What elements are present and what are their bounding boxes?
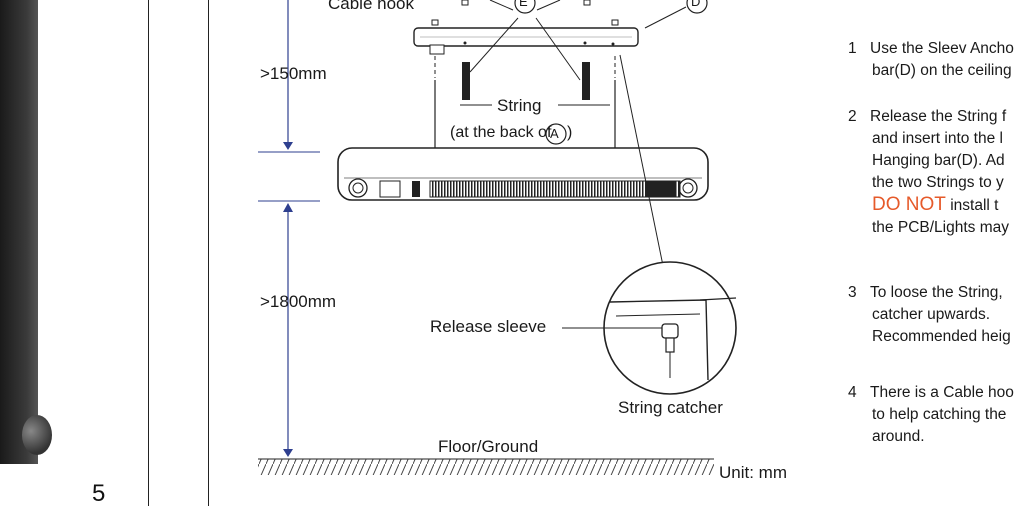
margin-rule-left	[148, 0, 149, 506]
margin-rule-right	[208, 0, 209, 506]
release-sleeve-label: Release sleeve	[430, 317, 547, 336]
heater-grille	[429, 180, 681, 198]
mark-e-label: E	[519, 0, 528, 9]
screw-icon	[583, 0, 591, 6]
string-label: String	[497, 96, 542, 115]
mark-a-circle	[545, 123, 567, 145]
mark-d-label: D	[691, 0, 701, 9]
arrow-down-bottom	[283, 449, 293, 457]
at-back-close: )	[567, 124, 573, 141]
release-sleeve-shape	[661, 323, 679, 339]
cable-hook-label: Cable hook	[328, 0, 415, 13]
screw-icon	[431, 19, 439, 26]
left-dark-margin	[0, 0, 52, 464]
min-bottom-distance: >1800mm	[260, 292, 337, 311]
margin-decoration	[22, 415, 52, 455]
min-top-distance: >150mm	[260, 64, 327, 83]
unit-label: Unit: mm	[719, 463, 787, 482]
floor-hatch	[258, 459, 714, 475]
page-number: 5	[92, 480, 106, 507]
arrow-down-top	[283, 142, 293, 150]
mark-d-circle	[686, 0, 708, 14]
mark-e-circle	[514, 0, 536, 14]
warning-text: DO NOT	[872, 194, 946, 215]
heater-switch	[379, 180, 401, 198]
sleeve-anchor	[462, 62, 470, 100]
at-back-label: (at the back of	[450, 124, 552, 141]
string-catcher-label: String catcher	[618, 398, 723, 417]
arrow-up-bottom	[283, 203, 293, 212]
mark-a-label: A	[550, 126, 559, 141]
floor-label: Floor/Ground	[438, 437, 539, 456]
string-catcher-shape	[665, 337, 675, 353]
screw-icon	[461, 0, 469, 6]
sleeve-anchor	[582, 62, 590, 100]
screw-icon	[611, 19, 619, 26]
cable-hook-shape	[429, 44, 445, 55]
